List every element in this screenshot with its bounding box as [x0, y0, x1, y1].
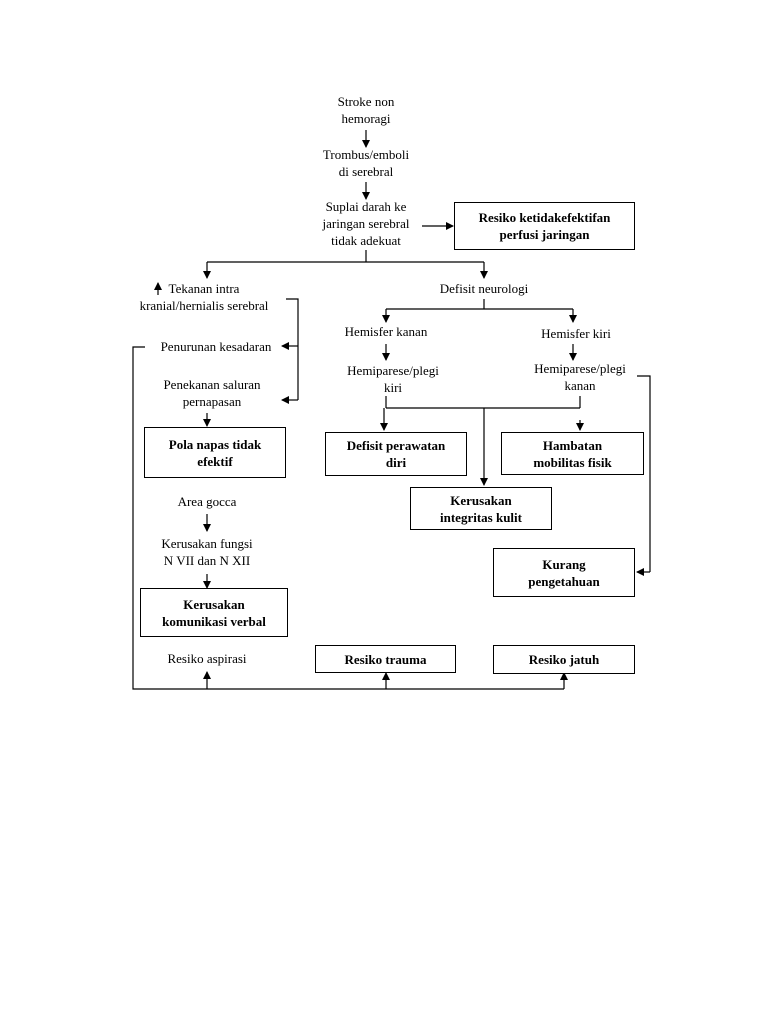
- box-resiko-perfusi-jaringan: Resiko ketidakefektifan perfusi jaringan: [454, 202, 635, 250]
- node-hemisfer-kanan: Hemisfer kanan: [344, 324, 428, 339]
- node-hemiparese-kanan: Hemiparese/plegi kanan: [534, 361, 626, 393]
- box-kerusakan-integritas-kulit: Kerusakan integritas kulit: [410, 487, 552, 530]
- box-hambatan-mobilitas: Hambatan mobilitas fisik: [501, 432, 644, 475]
- box-resiko-trauma: Resiko trauma: [315, 645, 456, 673]
- box-kurang-pengetahuan: Kurang pengetahuan: [493, 548, 635, 597]
- connector-tekanan-bracket: [286, 298, 299, 400]
- box-defisit-perawatan-diri: Defisit perawatan diri: [325, 432, 467, 476]
- node-stroke-non-hemoragi: Stroke non hemoragi: [337, 94, 395, 126]
- node-hemiparese-kiri: Hemiparese/plegi kiri: [347, 363, 439, 395]
- node-hemisfer-kiri: Hemisfer kiri: [541, 326, 611, 341]
- box-resiko-jatuh: Resiko jatuh: [493, 645, 635, 674]
- node-penekanan-saluran: Penekanan saluran pernapasan: [163, 377, 261, 409]
- node-penurunan-kesadaran: Penurunan kesadaran: [160, 339, 272, 354]
- node-defisit-neurologi: Defisit neurologi: [439, 281, 529, 296]
- box-pola-napas: Pola napas tidak efektif: [144, 427, 286, 478]
- node-area-gocca: Area gocca: [177, 494, 237, 509]
- node-resiko-aspirasi: Resiko aspirasi: [167, 651, 247, 666]
- node-kerusakan-fungsi: Kerusakan fungsi N VII dan N XII: [161, 536, 253, 568]
- node-trombus-emboli: Trombus/emboli di serebral: [322, 147, 410, 179]
- box-kerusakan-komunikasi: Kerusakan komunikasi verbal: [140, 588, 288, 637]
- node-suplai-darah: Suplai darah ke jaringan serebral tidak …: [322, 199, 410, 248]
- node-tekanan-intra-kranial: Tekanan intra kranial/hernialis serebral: [139, 281, 269, 313]
- connector-penurunan-loop: [132, 346, 564, 690]
- connector-to-kurang-pengetahuan: [637, 375, 651, 572]
